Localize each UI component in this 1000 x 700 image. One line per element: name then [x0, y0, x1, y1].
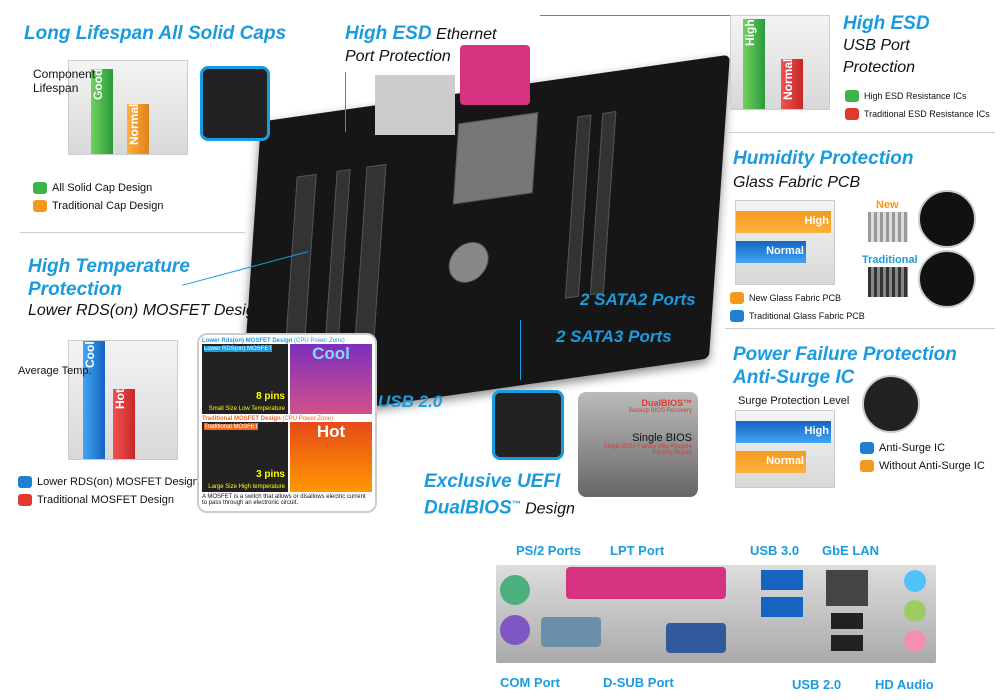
surge-chart: High Normal — [735, 410, 835, 488]
caps-chart-label: Component Lifespan — [33, 67, 96, 95]
bios-title: Exclusive UEFI — [424, 471, 561, 492]
com-label: COM Port — [500, 675, 560, 690]
temp-chart: Cool Hot — [68, 340, 178, 460]
ps2-label: PS/2 Ports — [516, 543, 582, 558]
usb-esd-subtitle: Protection — [843, 59, 916, 76]
fabric-zoom-new — [918, 190, 976, 248]
sata2-callout: 2 SATA2 Ports — [580, 290, 696, 309]
bios-title2: DualBIOS — [424, 497, 512, 519]
legend-item: Traditional Glass Fabric PCB — [749, 311, 865, 321]
caps-title: Long Lifespan All Solid Caps — [24, 23, 287, 44]
usb-esd-chart: High Normal — [730, 15, 830, 110]
usb-esd-subtitle: USB Port — [843, 37, 910, 54]
traditional-label: Traditional — [862, 254, 918, 266]
capacitor-photo — [200, 66, 270, 141]
usb3-label: USB 3.0 — [750, 543, 800, 558]
mosfet-panel: Lower Rds(on) MOSFET Design (CPU Power Z… — [197, 333, 377, 513]
surge-title2: Anti-Surge IC — [733, 367, 855, 388]
legend-item: Lower RDS(on) MOSFET Design — [37, 476, 199, 488]
legend-item: Traditional ESD Resistance ICs — [864, 109, 990, 119]
legend-item: Anti-Surge IC — [879, 442, 946, 454]
usb2-io-label: USB 2.0 — [792, 677, 842, 692]
temp-title: High Temperature Protection — [28, 256, 190, 300]
dualbios-diagram: DualBIOS™ Backup BIOS Recovery Single BI… — [578, 392, 698, 497]
rear-io-panel — [496, 565, 936, 663]
bar-normal: Normal — [127, 104, 149, 154]
new-fabric-image — [868, 212, 908, 242]
legend-item: High ESD Resistance ICs — [864, 91, 967, 101]
lpt-label: LPT Port — [610, 543, 665, 558]
bios-title3: Design — [525, 500, 575, 518]
dsub-label: D-SUB Port — [603, 675, 674, 690]
surge-chart-label: Surge Protection Level — [738, 395, 850, 407]
eth-subtitle: Port Protection — [345, 48, 451, 65]
legend-orange-swatch — [33, 200, 47, 212]
legend-item: New Glass Fabric PCB — [749, 293, 842, 303]
gbe-label: GbE LAN — [822, 543, 880, 558]
surge-title: Power Failure Protection — [733, 344, 957, 365]
traditional-fabric-image — [868, 267, 908, 297]
new-label: New — [876, 199, 899, 211]
humidity-title: Humidity Protection — [733, 148, 914, 169]
fabric-zoom-traditional — [918, 250, 976, 308]
legend-item: Traditional Cap Design — [52, 200, 164, 212]
audio-label: HD Audio — [875, 677, 934, 692]
legend-item: Without Anti-Surge IC — [879, 460, 985, 472]
anti-surge-ic-image — [862, 375, 920, 433]
bios-chip-photo — [492, 390, 564, 460]
bar-normal: Normal — [781, 59, 803, 109]
lpt-connector-image — [460, 45, 530, 105]
caps-chart: Good Normal — [68, 60, 188, 155]
temp-chart-label: Average Temp. — [18, 365, 92, 377]
humidity-subtitle: Glass Fabric PCB — [733, 174, 861, 191]
bar-high: High — [743, 19, 765, 109]
io-ports-image — [375, 75, 455, 135]
temp-subtitle: Lower RDS(on) MOSFET Design — [28, 302, 264, 319]
usb2-callout: USB 2.0 — [378, 392, 443, 411]
eth-title: High ESD — [345, 23, 432, 44]
humidity-chart: High Normal — [735, 200, 835, 285]
usb-esd-title: High ESD — [843, 13, 930, 34]
legend-item: All Solid Cap Design — [52, 182, 153, 194]
eth-title-rest: Ethernet — [436, 26, 497, 43]
legend-item: Traditional MOSFET Design — [37, 494, 174, 506]
legend-green-swatch — [33, 182, 47, 194]
bar-cool: Cool — [83, 341, 105, 459]
bar-hot: Hot — [113, 389, 135, 459]
sata3-callout: 2 SATA3 Ports — [556, 327, 672, 346]
